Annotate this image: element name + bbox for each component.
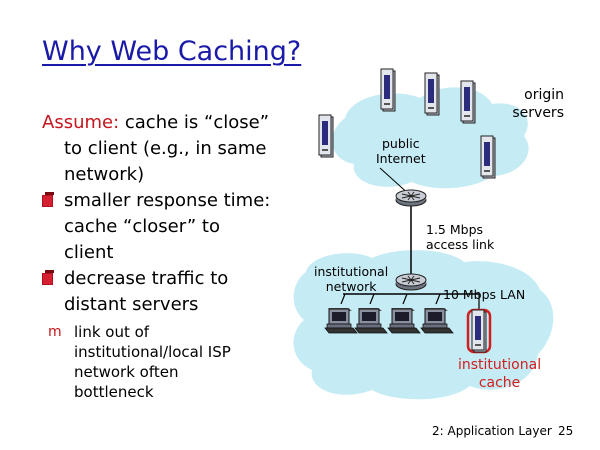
institutional-router-icon: [395, 273, 427, 291]
institutional-cache-label: institutional cache: [458, 357, 542, 391]
bullet-decrease-traffic: decrease traffic to distant servers: [42, 266, 310, 318]
footer-page-number: 25: [558, 424, 574, 438]
assume-text-line-2: to client (e.g., in same: [64, 138, 267, 159]
bullet-square-icon: [42, 270, 54, 285]
origin-server-icon: [424, 72, 440, 116]
public-internet-label: public Internet: [376, 136, 426, 166]
lan-label: 10 Mbps LAN: [443, 287, 526, 302]
lan-link: [435, 293, 441, 305]
assume-keyword: Assume:: [42, 112, 120, 133]
origin-server-icon: [318, 114, 334, 158]
internet-router-icon: [395, 189, 427, 207]
bullet-text-line: cache “closer” to: [64, 216, 220, 237]
origin-server-icon: [460, 80, 476, 124]
lan-link: [369, 293, 375, 305]
sub-bullet-bottleneck: m link out of institutional/local ISP ne…: [42, 322, 310, 402]
bullet-text-line: client: [64, 242, 114, 263]
sub-bullet-text-line: institutional/local ISP: [74, 343, 231, 361]
sub-bullet-text-line: link out of: [74, 323, 150, 341]
bullet-list: Assume: cache is “close” to client (e.g.…: [42, 110, 310, 402]
assume-paragraph: Assume: cache is “close” to client (e.g.…: [42, 110, 310, 188]
lan-link: [340, 293, 346, 305]
bullet-square-icon: [42, 192, 54, 207]
public-internet-cloud: [332, 87, 529, 189]
bullet-response-time: smaller response time: cache “closer” to…: [42, 188, 310, 266]
bullet-text-line: decrease traffic to: [64, 268, 229, 289]
bullet-text-line: smaller response time:: [64, 190, 271, 211]
origin-server-icon: [380, 68, 396, 112]
access-link-label: 1.5 Mbps access link: [426, 222, 495, 252]
sub-bullet-text-line: network often: [74, 363, 179, 381]
cache-server-icon: [471, 309, 487, 353]
sub-bullet-text-line: bottleneck: [74, 383, 154, 401]
bullet-text-line: distant servers: [64, 294, 199, 315]
footer-chapter: 2: Application Layer: [432, 424, 552, 438]
origin-server-icon: [480, 135, 496, 179]
lan-link: [402, 293, 408, 305]
page-title: Why Web Caching?: [42, 36, 302, 67]
sub-bullet-icon: m: [48, 324, 62, 340]
assume-text-line-3: network): [64, 164, 145, 185]
institutional-network-label: institutional network: [314, 264, 389, 294]
assume-text-line-1: cache is “close”: [119, 112, 270, 133]
origin-servers-label: origin servers: [512, 87, 564, 121]
